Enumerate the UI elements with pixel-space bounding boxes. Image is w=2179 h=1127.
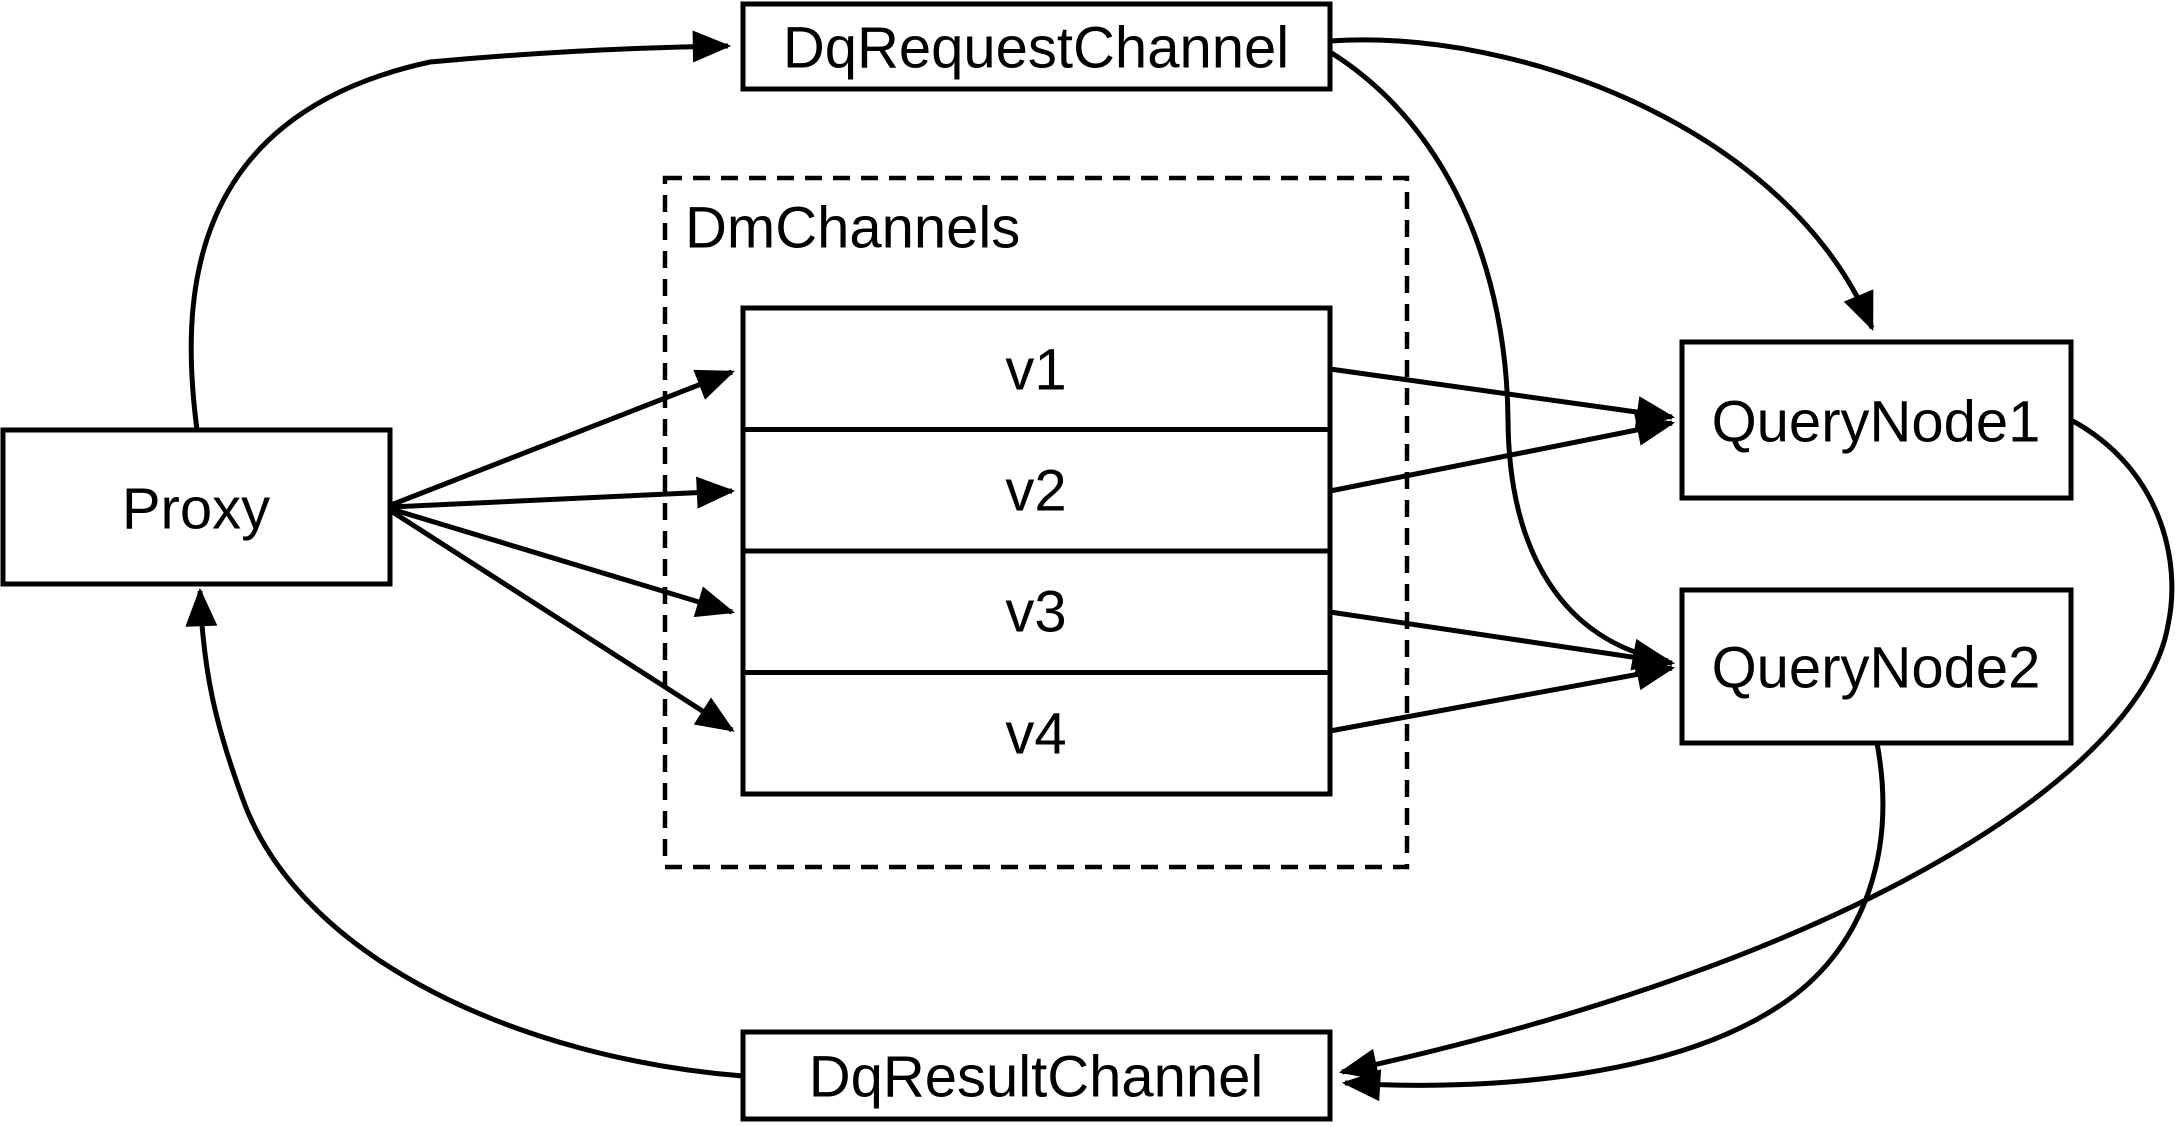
node-dqresultchannel [740, 1029, 1333, 1122]
edge-v2-to-querynode1 [1329, 414, 1676, 494]
node-proxy [0, 427, 393, 587]
edge-proxy-to-v1 [390, 369, 735, 508]
channel-row-v1: v1 [1005, 338, 1066, 403]
edge-proxy-to-dqrequestchannel [188, 30, 732, 431]
channel-row-v4: v4 [1005, 702, 1066, 767]
node-dqresultchannel-label: DqResultChannel [809, 1045, 1264, 1110]
edge-proxy-to-v2 [390, 476, 736, 510]
node-querynode1-label: QueryNode1 [1712, 390, 2041, 455]
edge-dqrequestchannel-to-querynode1 [1329, 37, 1875, 331]
node-dqrequestchannel [740, 1, 1333, 92]
channel-row-v3: v3 [1005, 580, 1066, 645]
node-proxy-label: Proxy [122, 477, 270, 542]
node-querynode2 [1679, 587, 2074, 746]
edge-proxy-to-v4 [389, 508, 735, 733]
edge-v4-to-querynode2 [1329, 658, 1676, 734]
node-dqrequestchannel-label: DqRequestChannel [783, 16, 1289, 81]
edge-dqrequestchannel-to-querynode2 [1328, 49, 1672, 671]
edge-v1-to-querynode1 [1329, 366, 1676, 428]
edge-v3-to-querynode2 [1329, 609, 1676, 674]
node-querynode2-label: QueryNode2 [1712, 636, 2041, 701]
edge-querynode2-to-dqresultchannel [1341, 742, 1886, 1102]
channel-row-v2: v2 [1005, 459, 1066, 524]
edge-proxy-to-v3 [390, 506, 736, 618]
node-querynode1 [1679, 339, 2074, 501]
edge-querynode1-to-dqresultchannel [1338, 417, 2175, 1081]
dmchannels-group-label: DmChannels [685, 196, 1020, 261]
edge-dqresultchannel-to-proxy [185, 587, 744, 1079]
dmchannels-group-box [662, 175, 1410, 870]
